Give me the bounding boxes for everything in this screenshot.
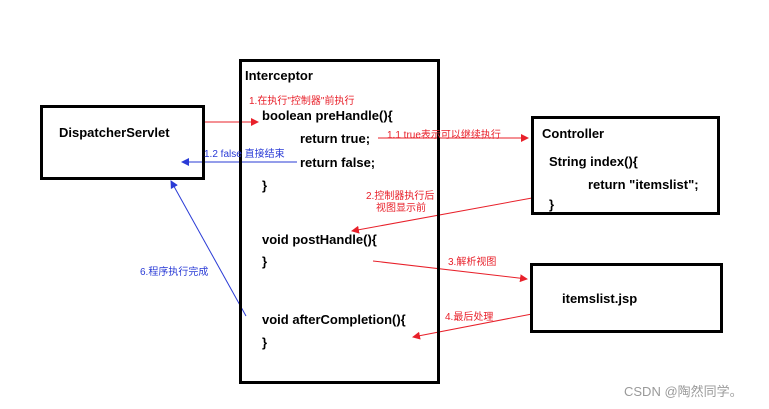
posthandle-signature: void postHandle(){ xyxy=(262,232,377,247)
aftercompletion-signature: void afterCompletion(){ xyxy=(262,312,406,327)
return-true: return true; xyxy=(300,131,371,146)
controller-index-signature: String index(){ xyxy=(549,154,638,169)
label-2-line1: 2.控制器执行后 xyxy=(366,191,435,202)
controller-close: } xyxy=(549,197,555,212)
arrow-posthandle-to-jsp xyxy=(372,260,528,283)
posthandle-close: } xyxy=(262,254,268,269)
arrow-jsp-to-aftercompletion xyxy=(412,313,533,340)
label-2-line2: 视图显示前 xyxy=(376,203,426,214)
interceptor-title: Interceptor xyxy=(245,68,313,83)
prehandle-close: } xyxy=(262,178,268,193)
note-before-controller: 1.在执行"控制器"前执行 xyxy=(249,96,355,107)
label-6-complete: 6.程序执行完成 xyxy=(140,267,209,278)
arrow-complete-to-dispatcher xyxy=(170,180,247,317)
prehandle-signature: boolean preHandle(){ xyxy=(262,108,393,123)
controller-box xyxy=(531,116,720,215)
label-1-2-false: 1.2 false 直接结束 xyxy=(204,149,285,160)
return-false: return false; xyxy=(300,155,376,170)
controller-title: Controller xyxy=(542,126,605,141)
dispatcher-label: DispatcherServlet xyxy=(59,125,170,140)
arrow-controller-to-posthandle xyxy=(351,197,533,234)
label-3-resolve-view: 3.解析视图 xyxy=(448,257,497,268)
controller-return: return "itemslist"; xyxy=(588,177,699,192)
label-1-1-true: 1.1 true表示可以继续执行 xyxy=(387,130,501,141)
label-4-final: 4.最后处理 xyxy=(445,312,494,323)
jsp-label: itemslist.jsp xyxy=(562,291,638,306)
jsp-box xyxy=(530,263,723,333)
aftercompletion-close: } xyxy=(262,335,268,350)
interceptor-box xyxy=(239,59,440,384)
dispatcher-box xyxy=(40,105,205,180)
watermark: CSDN @陶然同学。 xyxy=(624,384,743,399)
